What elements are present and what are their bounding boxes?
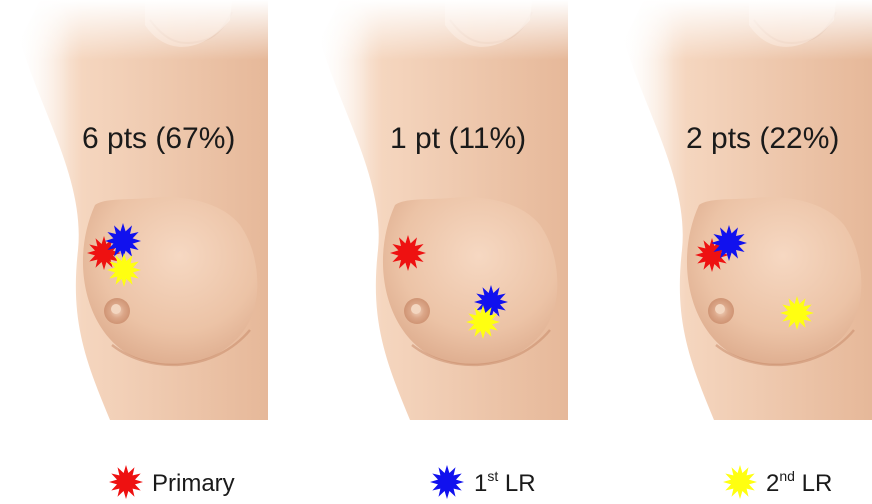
legend-item-second-lr: 2nd LR: [723, 465, 832, 499]
panel-1-label: 6 pts (67%): [82, 122, 235, 155]
star-burst-shape: [723, 465, 757, 499]
star-burst-shape: [430, 465, 464, 499]
star-burst-icon: [723, 465, 757, 499]
legend-primary-label: Primary: [152, 470, 235, 497]
star-burst-icon: [430, 465, 464, 499]
star-burst-icon: [109, 465, 143, 499]
legend-first-lr-label: 1st LR: [474, 468, 536, 497]
panel-2: 1 pt (11%): [300, 0, 568, 420]
panel-1: 6 pts (67%): [0, 0, 268, 420]
breast-illustration-2: [300, 0, 568, 420]
star-burst-shape: [109, 465, 143, 499]
legend-item-first-lr: 1st LR: [430, 465, 536, 499]
legend-item-primary: Primary: [109, 465, 235, 499]
legend: Primary 1st LR 2nd LR: [109, 465, 832, 499]
panel-3-label: 2 pts (22%): [686, 122, 839, 155]
legend-second-lr-label: 2nd LR: [766, 468, 832, 497]
breast-illustration-1: [0, 0, 268, 420]
panel-3: 2 pts (22%): [604, 0, 872, 420]
panel-2-label: 1 pt (11%): [390, 122, 526, 155]
breast-illustration-3: [604, 0, 872, 420]
